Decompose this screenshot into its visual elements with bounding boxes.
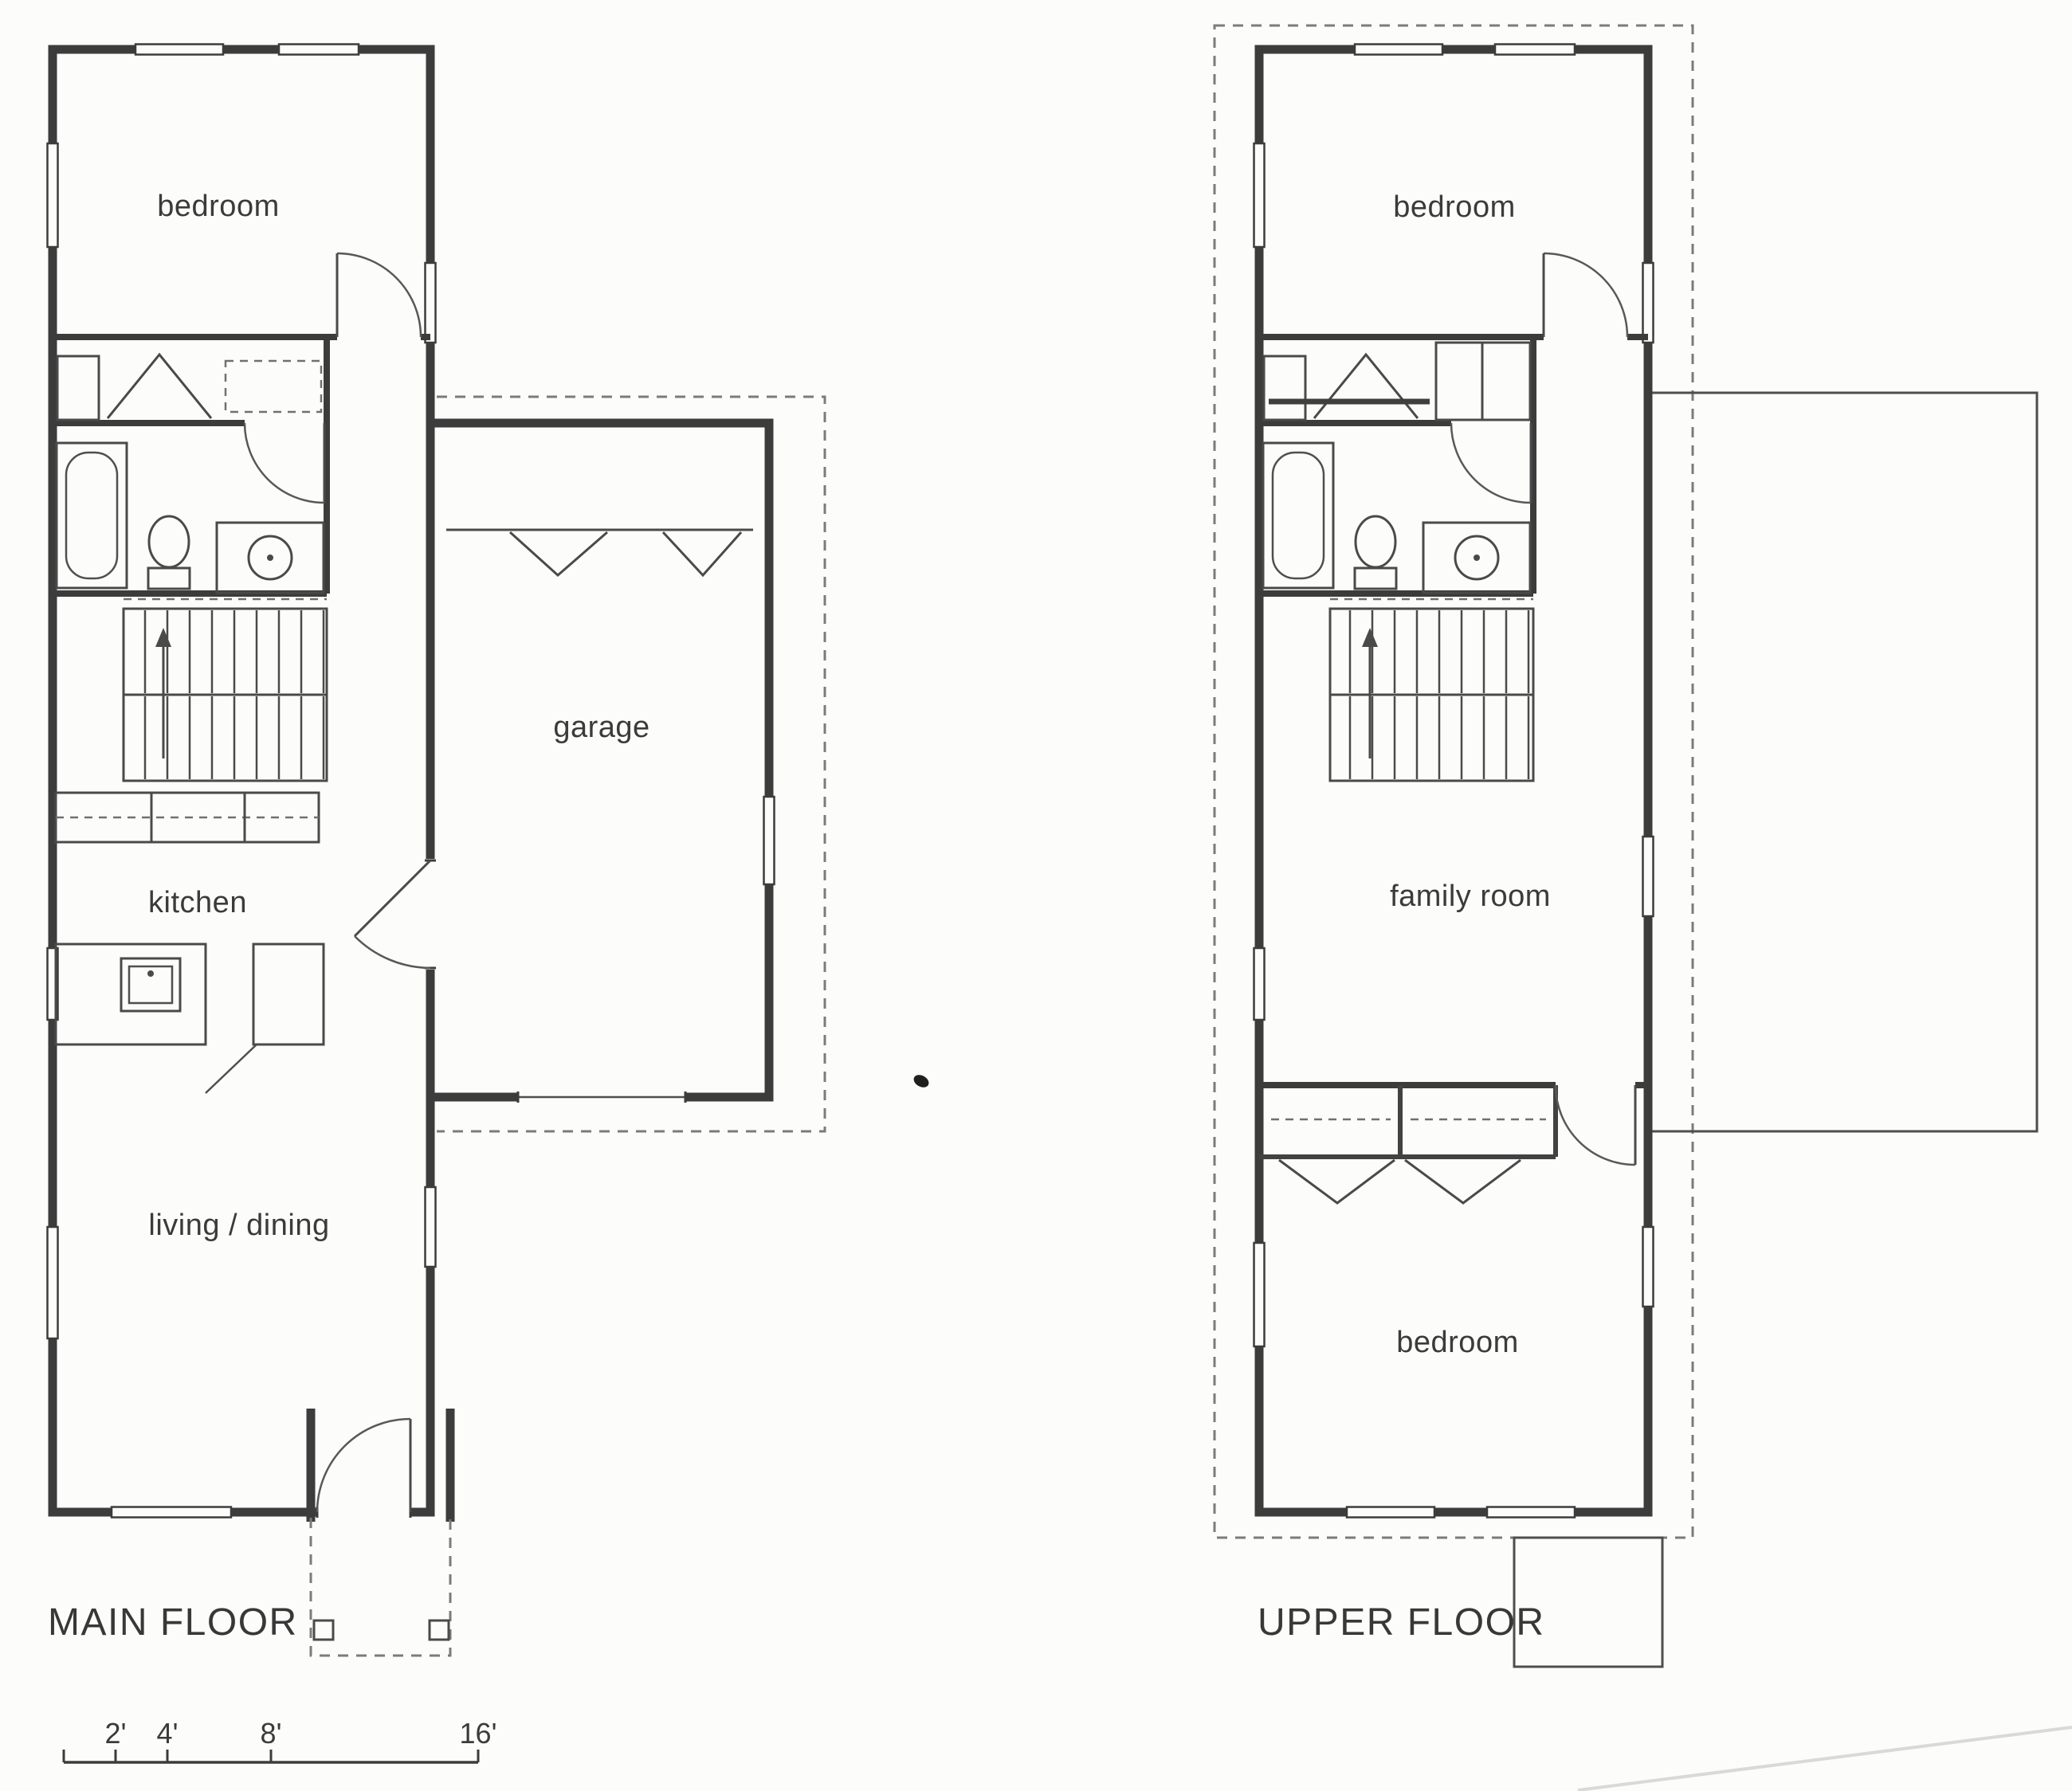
window: [134, 43, 225, 56]
main-floor-title: MAIN FLOOR: [48, 1601, 298, 1644]
porch-post: [312, 1619, 335, 1641]
closet-cabinet: [56, 355, 100, 421]
garage-rear-doors: [446, 528, 753, 578]
room-label-living-dining: living / dining: [148, 1209, 329, 1242]
bathtub: [55, 441, 128, 590]
window: [277, 43, 360, 56]
kitchen-counter-sink-run: [54, 943, 207, 1046]
main-floor-windows: [46, 43, 775, 1519]
room-label-bedroom-bottom: bedroom: [1396, 1326, 1518, 1359]
scale-label-8ft: 8': [261, 1717, 282, 1750]
main-interior-walls: [53, 334, 430, 597]
hall-closets: [1259, 1085, 1558, 1205]
room-label-bedroom: bedroom: [157, 190, 279, 223]
toilet: [1353, 515, 1398, 590]
window: [1642, 835, 1654, 918]
upper-bathroom: [1262, 422, 1532, 594]
garage-roof-dashed-outline: [437, 395, 826, 1133]
upper-exterior-walls: [1254, 45, 1653, 1517]
entry-porch: [306, 1409, 455, 1657]
bedroom-closet: [56, 352, 323, 421]
closet-bifold-door: [106, 352, 213, 419]
window: [46, 142, 59, 249]
porch-post: [428, 1619, 450, 1641]
window: [1253, 946, 1266, 1021]
window: [1353, 43, 1444, 56]
bathroom-door-swing: [1450, 422, 1532, 504]
upper-bedroom-door-swing: [1542, 252, 1629, 338]
window: [110, 1506, 233, 1519]
scale-label-2ft: 2': [105, 1717, 127, 1750]
upper-floor-title: UPPER FLOOR: [1258, 1601, 1545, 1644]
window: [1642, 1225, 1654, 1308]
room-label-kitchen: kitchen: [148, 886, 247, 919]
room-label-garage: garage: [553, 711, 649, 744]
window: [424, 1186, 437, 1268]
lower-bedroom-door-swing: [1554, 1084, 1637, 1166]
main-floor-plan: bedroom garage kitchen living / dining M…: [46, 43, 826, 1657]
window: [46, 1225, 59, 1340]
scale-bar: 2' 4' 8' 16': [62, 1717, 497, 1764]
upper-roof-dashed-outline: [1213, 24, 1694, 1539]
stair-direction-arrow: [155, 628, 171, 758]
window: [1253, 142, 1266, 249]
upper-floor-windows: [1253, 43, 1654, 1519]
scan-artifact-line: [1577, 1726, 2072, 1791]
front-door-swing: [316, 1417, 412, 1518]
main-bathroom: [55, 422, 326, 594]
bathtub: [1262, 441, 1335, 590]
stair-direction-arrow: [1362, 628, 1378, 758]
scale-label-4ft: 4': [157, 1717, 179, 1750]
window: [1485, 1506, 1576, 1519]
window: [424, 261, 437, 344]
garage-window: [763, 795, 775, 886]
porch-roof-below: [1513, 1536, 1664, 1668]
garage-walls: [426, 418, 774, 1102]
garage-roof-below: [1646, 391, 2039, 1133]
toilet: [147, 515, 191, 590]
bathroom-door-swing: [243, 422, 326, 504]
closet-shelf-dashed: [224, 359, 323, 413]
kitchen-sink: [120, 957, 182, 1013]
bedroom-door-swing: [336, 252, 422, 338]
closet-bifold-door: [1313, 352, 1419, 419]
garage-entry-door-swing: [353, 859, 436, 970]
upper-staircase: [1328, 598, 1535, 782]
window: [1493, 43, 1576, 56]
window: [1642, 261, 1654, 344]
scale-bar-ticks: [62, 1750, 480, 1762]
ink-speck: [913, 1075, 929, 1088]
upper-bedroom-closet: [1262, 341, 1532, 421]
upper-floor-plan: bedroom family room bedroom UPPER FLOOR: [1213, 24, 2039, 1668]
kitchen-appliance: [205, 943, 325, 1094]
sink-vanity: [215, 521, 325, 594]
closet-cabinet: [1262, 355, 1307, 421]
window: [1253, 1241, 1266, 1348]
scale-label-16ft: 16': [460, 1717, 497, 1750]
staircase: [122, 598, 328, 782]
room-label-family-room: family room: [1390, 880, 1551, 913]
closet-bifold-door: [1404, 1158, 1521, 1205]
kitchen-fixtures: [54, 791, 325, 1094]
sink-vanity: [1422, 521, 1532, 594]
door-swing-chevron: [508, 531, 608, 578]
closet-bifold-door: [1278, 1158, 1395, 1205]
window: [1345, 1506, 1436, 1519]
garage-vehicle-door: [516, 1091, 687, 1103]
room-label-bedroom-top: bedroom: [1393, 190, 1515, 224]
door-swing-chevron: [661, 531, 743, 578]
